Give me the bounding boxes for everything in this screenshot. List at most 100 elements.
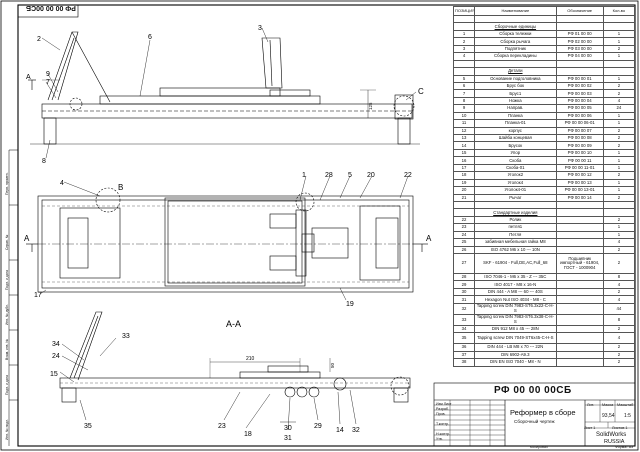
spec-cell-position: 18 xyxy=(452,171,476,180)
dim-210: 210 xyxy=(246,356,255,362)
spec-cell-code: РФ 00 00 03 xyxy=(555,89,604,98)
stamp-box xyxy=(17,4,79,18)
spec-cell-name: Сборка рычага xyxy=(474,37,557,46)
drawing-code: РФ 00 00 00СБ xyxy=(494,385,572,396)
spec-cell-code: РФ 00 00 05 xyxy=(555,104,604,113)
spec-cell-name: DIN 6902-A9.3 xyxy=(474,350,557,360)
callout-2: 2 xyxy=(37,36,41,43)
spec-cell-code: РФ 00 00 07 xyxy=(555,126,604,136)
spec-cell-position: 30 xyxy=(452,287,476,297)
spec-cell-code: РФ 00 00 04 xyxy=(555,96,604,106)
spec-cell-qty: 2 xyxy=(602,324,636,334)
spec-cell-name: Направ. xyxy=(474,104,557,113)
callout-28: 28 xyxy=(325,172,333,179)
sidebar-label-first-use: Перв. примен. xyxy=(5,172,9,195)
sidebar-label-ref-no: Справ. № xyxy=(5,234,9,250)
section-view xyxy=(59,311,411,431)
spec-cell-position: 19 xyxy=(452,178,476,188)
callout-29: 29 xyxy=(314,423,322,430)
callout-18: 18 xyxy=(244,431,252,438)
spec-cell-qty xyxy=(602,59,636,69)
spec-cell-qty: 44 xyxy=(602,302,636,315)
spec-cell-name: Сборка перекладины xyxy=(474,52,557,61)
plan-view xyxy=(26,175,428,301)
spec-blank-row xyxy=(452,59,636,69)
software-label: SolidWorks xyxy=(596,432,627,438)
spec-cell-position: 37 xyxy=(452,350,476,360)
sidebar-label-dup-inv: Инв. № дубл. xyxy=(5,304,9,325)
callout-7: 7 xyxy=(46,79,50,86)
spec-cell-code: РФ 04 00 00 xyxy=(555,52,604,61)
spec-cell-name: Стандартные изделия xyxy=(474,208,557,217)
spec-cell-qty: 2 xyxy=(602,171,636,180)
spec-cell-position: 32 xyxy=(452,302,476,315)
spec-cell-code: РФ 00 00 09 xyxy=(555,141,604,150)
spec-cell-name xyxy=(474,59,557,69)
spec-cell-name: Уголок2 xyxy=(474,171,557,180)
spec-cell-position xyxy=(452,59,476,69)
spec-cell-qty: 2 xyxy=(602,193,636,202)
side-view-labels: 2 3 6 9 7 8 А С 125 xyxy=(26,25,424,165)
callout-4: 4 xyxy=(60,180,64,187)
spec-cell-position: 36 xyxy=(452,343,476,352)
callout-8: 8 xyxy=(42,158,46,165)
spec-cell-name: Подпятник xyxy=(474,44,557,54)
spec-cell-position: 4 xyxy=(452,52,476,61)
spec-cell-position: 15 xyxy=(452,148,476,158)
sig-row-developer: Разраб. xyxy=(436,407,449,411)
spec-section-row: Сборочные единицы xyxy=(452,22,636,31)
spec-cell-name: Tapping screw DIN 7983-ST6.3x22-C-H-S xyxy=(474,302,557,315)
spec-cell-name: забивная мебельная гайка М8 xyxy=(474,238,557,247)
spec-cell-name: Брусок xyxy=(474,141,557,150)
spec-blank-row xyxy=(452,200,636,210)
spec-cell-position: 2 xyxy=(452,37,476,46)
spec-cell-code: РФ 00 00 06-01 xyxy=(555,119,604,128)
spec-cell-code xyxy=(555,358,604,367)
spec-cell-qty: 1 xyxy=(602,223,636,232)
spec-cell-name: Планка xyxy=(474,111,557,121)
callout-31: 31 xyxy=(284,435,292,442)
inner-frame xyxy=(17,4,636,447)
spec-section-row: Детали xyxy=(452,67,636,76)
spec-cell-code xyxy=(555,350,604,360)
spec-cell-name: Основание подголовника xyxy=(474,74,557,83)
spec-cell-name: корпус xyxy=(474,126,557,136)
spec-cell-position: 12 xyxy=(452,126,476,136)
callout-32: 32 xyxy=(352,427,360,434)
section-mark-left: А xyxy=(26,74,31,81)
sig-row-approved: Утв. xyxy=(436,437,443,441)
spec-cell-code: РФ 00 00 11-01 xyxy=(555,163,604,173)
spec-cell-qty: 2 xyxy=(602,44,636,54)
spec-cell-code: РФ 02 00 00 xyxy=(555,37,604,46)
spec-cell-qty: 1 xyxy=(602,156,636,165)
callout-3: 3 xyxy=(258,25,262,32)
spec-cell-position: 28 xyxy=(452,272,476,282)
callout-22: 22 xyxy=(404,172,412,179)
spec-cell-code xyxy=(555,223,604,232)
callout-34: 34 xyxy=(52,341,60,348)
spec-cell-code: РФ 00 00 11 xyxy=(555,156,604,165)
spec-header-qty: Кол-во xyxy=(602,6,636,16)
spec-cell-qty: 4 xyxy=(602,238,636,247)
spec-cell-qty: 1 xyxy=(602,186,636,195)
spec-cell-position: 3 xyxy=(452,44,476,54)
spec-cell-code xyxy=(555,295,604,304)
spec-cell-code xyxy=(555,245,604,255)
spec-cell-name: Hexagon Nut ISO 4034 - M8 - C xyxy=(474,295,557,304)
spec-cell-name: Скоба xyxy=(474,156,557,165)
